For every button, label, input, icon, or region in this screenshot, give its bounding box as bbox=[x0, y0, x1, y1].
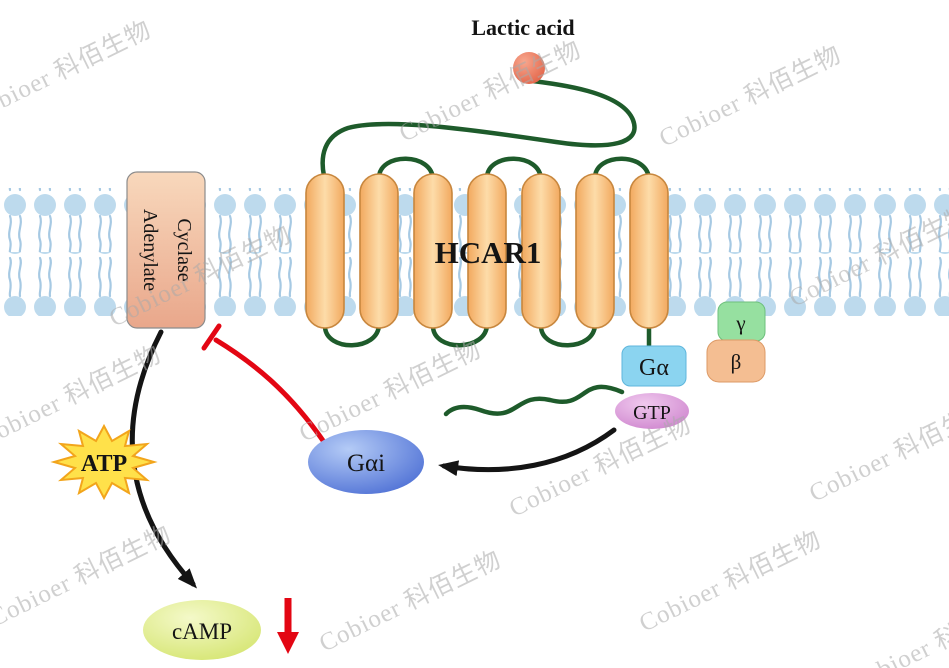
n-terminus-loop bbox=[320, 77, 637, 179]
transmembrane-helices bbox=[305, 173, 669, 329]
intracellular-loop bbox=[322, 321, 382, 348]
atp-label: ATP bbox=[81, 451, 127, 477]
inhibit-curve bbox=[213, 337, 327, 445]
gtp-to-gai-arrow bbox=[438, 427, 617, 477]
camp-label: cAMP bbox=[172, 619, 232, 644]
intracellular-loop bbox=[538, 321, 598, 348]
gtp-molecule bbox=[615, 393, 689, 429]
adenylate-cyclase-label-line1: Adenylate bbox=[139, 209, 161, 291]
receptor-label: HCAR1 bbox=[435, 235, 542, 270]
g-beta-label: β bbox=[731, 350, 742, 374]
adenylate-cyclase-label-line2: Cyclase bbox=[173, 218, 195, 281]
gtp-label: GTP bbox=[633, 402, 671, 424]
adenylate-cyclase bbox=[126, 171, 206, 329]
g-alpha-i-subunit bbox=[308, 430, 424, 494]
camp-molecule bbox=[143, 600, 261, 660]
extracellular-loop bbox=[484, 156, 544, 183]
intracellular-loop bbox=[430, 321, 490, 348]
extracellular-loop bbox=[376, 156, 436, 183]
helix-5 bbox=[521, 173, 561, 329]
helix-6 bbox=[575, 173, 615, 329]
helix-7 bbox=[629, 173, 669, 329]
extracellular-loop bbox=[592, 156, 652, 183]
ligand-label: Lactic acid bbox=[471, 15, 574, 40]
g-alpha-i-label: Gαi bbox=[347, 450, 385, 477]
g-alpha-label: Gα bbox=[639, 355, 669, 381]
atp-starburst-outline bbox=[50, 423, 158, 501]
g-alpha-subunit bbox=[621, 345, 687, 387]
helix-3 bbox=[413, 173, 453, 329]
helix-4 bbox=[467, 173, 507, 329]
inhibit-t-bar bbox=[201, 323, 222, 351]
inhibition-line bbox=[201, 323, 327, 445]
g-beta-subunit bbox=[706, 339, 766, 383]
g-gamma-label: γ bbox=[735, 311, 745, 335]
helix-2 bbox=[359, 173, 399, 329]
receptor-loops bbox=[320, 77, 652, 417]
helix-1 bbox=[305, 173, 345, 329]
cytoplasmic-tail bbox=[443, 384, 625, 417]
lactic-acid-ligand bbox=[513, 52, 545, 84]
atp-starburst bbox=[54, 426, 154, 498]
